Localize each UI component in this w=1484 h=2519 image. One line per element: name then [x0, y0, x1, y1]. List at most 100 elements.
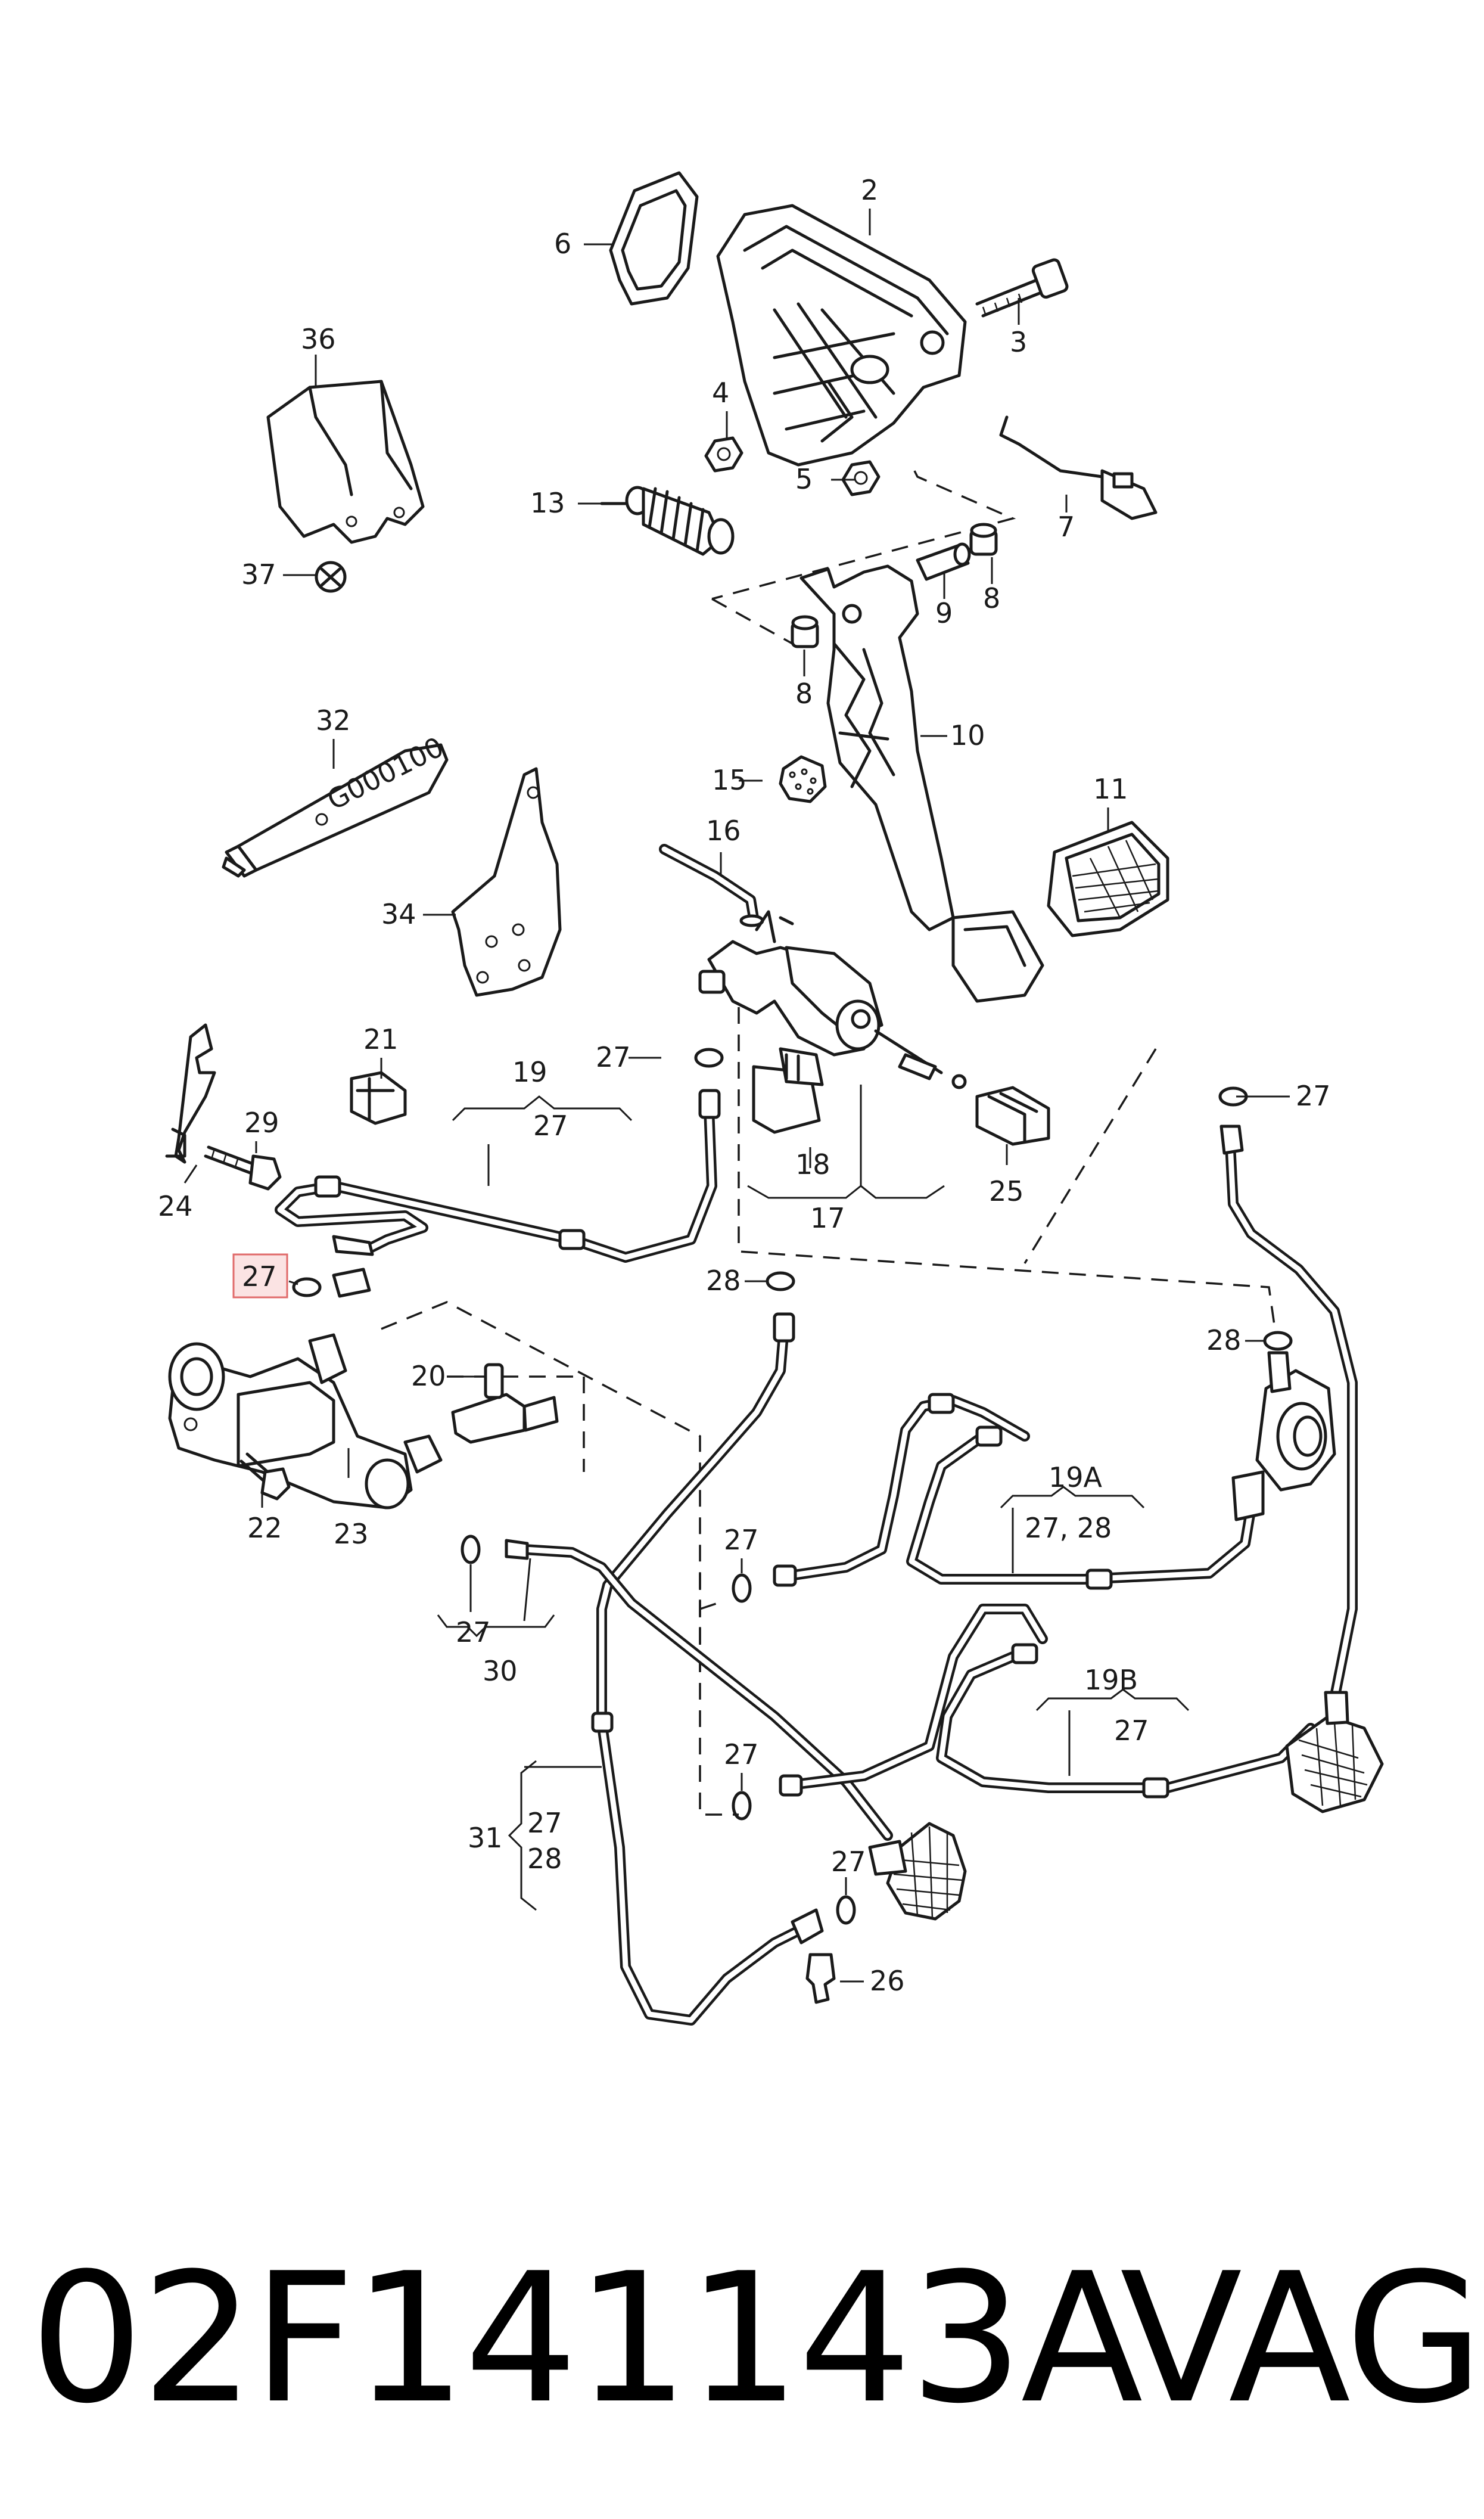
callout-29: 29 [244, 1107, 279, 1139]
clip-part-37 [315, 561, 347, 593]
callout-19A-sub: 27, 28 [1025, 1512, 1112, 1544]
seal-ring-bottom [836, 1895, 856, 1925]
callout-5: 5 [795, 463, 813, 495]
bracket-part-36 [266, 380, 425, 544]
slave-cylinder-upper-right [1231, 1351, 1336, 1521]
bracket-part-24 [165, 1023, 216, 1164]
master-cylinder-part-17 [698, 910, 967, 1089]
callout-8-lower: 8 [795, 678, 813, 710]
seal-ring-30 [461, 1535, 481, 1564]
cap-part-15 [779, 755, 827, 803]
assembly-dashed-lines [381, 470, 1276, 1816]
sensor-part-18 [752, 1047, 824, 1134]
seal-ring-28-left [766, 1271, 795, 1291]
callout-27-highlighted: 27 [242, 1260, 277, 1293]
callout-30-sub-27: 27 [456, 1616, 491, 1648]
callout-31-sub-28: 28 [527, 1843, 562, 1875]
callout-32: 32 [316, 704, 351, 737]
nut-part-5 [841, 460, 881, 496]
grease-tube-part-32: G000100 [222, 731, 449, 878]
brand-name: VAG [1120, 2235, 1483, 2443]
callout-25: 25 [989, 1175, 1024, 1207]
bushing-part-8-lower [791, 615, 819, 648]
slave-cylinder-lower-right [1285, 1691, 1384, 1813]
callout-3: 3 [1010, 326, 1027, 358]
bushing-part-8-upper [969, 523, 998, 556]
callout-37: 37 [241, 558, 276, 591]
seal-ring-28-right [1263, 1331, 1293, 1351]
highlight-box [232, 1253, 288, 1299]
callout-23: 23 [334, 1518, 369, 1550]
callout-2: 2 [861, 174, 878, 206]
callout-19B: 19B [1084, 1664, 1138, 1696]
callout-7: 7 [1057, 511, 1075, 543]
callout-28-right: 28 [1206, 1324, 1242, 1356]
pressure-pipe-part-19B [779, 1604, 1316, 1799]
callout-8-upper: 8 [983, 582, 1000, 614]
callout-labels: 2 3 4 5 6 7 8 9 8 10 11 13 15 16 17 18 1… [158, 174, 1331, 1997]
callout-20: 20 [411, 1360, 446, 1392]
callout-19-sub-27: 27 [533, 1110, 568, 1142]
connector-part-25 [975, 1086, 1050, 1146]
callout-31-sub-27: 27 [527, 1807, 562, 1839]
callout-19: 19 [512, 1056, 547, 1088]
fitting-highlighted [332, 1268, 371, 1298]
callout-15: 15 [712, 764, 747, 796]
pressure-pipe-right [1219, 1125, 1358, 1704]
gasket-part-6 [609, 171, 699, 306]
callout-11: 11 [1093, 773, 1128, 805]
callout-31: 31 [468, 1822, 503, 1854]
callout-10: 10 [950, 719, 985, 751]
pressure-pipe-part-30 [505, 1539, 893, 1841]
callout-24: 24 [158, 1190, 193, 1222]
callout-26: 26 [870, 1965, 905, 1997]
callout-27-mid: 27 [724, 1524, 759, 1556]
callout-27-tube: 27 [596, 1041, 631, 1073]
pressure-pipe-part-31 [591, 1312, 824, 2026]
callout-27-bottom: 27 [831, 1846, 866, 1878]
callout-9: 9 [935, 597, 953, 629]
bolt-part-3 [975, 258, 1069, 318]
seal-ring-mid [732, 1573, 752, 1603]
callout-16: 16 [706, 815, 741, 847]
sleeve-part-9 [916, 542, 971, 581]
callout-30: 30 [483, 1655, 518, 1687]
seal-rings [292, 1048, 1293, 1925]
bolt-part-29 [204, 1145, 282, 1191]
slave-cylinder-lower-middle [868, 1822, 967, 1921]
seal-ring-low [732, 1791, 752, 1821]
clip-part-21 [350, 1071, 407, 1125]
nut-part-4 [704, 436, 743, 473]
hose-part-16 [659, 844, 764, 927]
callout-22: 22 [247, 1512, 282, 1544]
seal-ring-highlighted [292, 1277, 322, 1297]
callout-21: 21 [363, 1023, 399, 1055]
callout-19A: 19A [1049, 1461, 1103, 1493]
switch-part-7 [999, 415, 1158, 520]
spring-part-13 [600, 486, 735, 556]
part-number: 02F141143A [30, 2235, 1143, 2443]
callout-6: 6 [554, 228, 571, 260]
pressure-pipe-part-19A [773, 1393, 1256, 1590]
callout-28-left: 28 [706, 1265, 741, 1297]
callout-27-low: 27 [724, 1738, 759, 1771]
seal-ring-upper-tube [694, 1048, 724, 1068]
callout-19B-sub-27: 27 [1114, 1714, 1149, 1747]
t-piece-part-20 [451, 1363, 559, 1444]
pedal-bracket-part-2 [716, 204, 967, 467]
pedal-pad-part-11 [1047, 821, 1169, 937]
callout-18: 18 [795, 1148, 830, 1181]
bracket-part-34 [451, 767, 562, 997]
leader-lines [183, 209, 1290, 1983]
master-cylinder-part-23 [168, 1333, 443, 1509]
callout-4: 4 [712, 377, 729, 409]
callout-36: 36 [301, 323, 336, 355]
callout-13: 13 [530, 487, 565, 519]
callout-34: 34 [381, 898, 416, 930]
clip-part-26 [805, 1953, 836, 2004]
callout-27-upper-right: 27 [1296, 1080, 1331, 1112]
bolt-part-22 [239, 1452, 291, 1501]
clutch-pedal-part-10 [799, 564, 1044, 1003]
callout-17: 17 [810, 1202, 845, 1234]
